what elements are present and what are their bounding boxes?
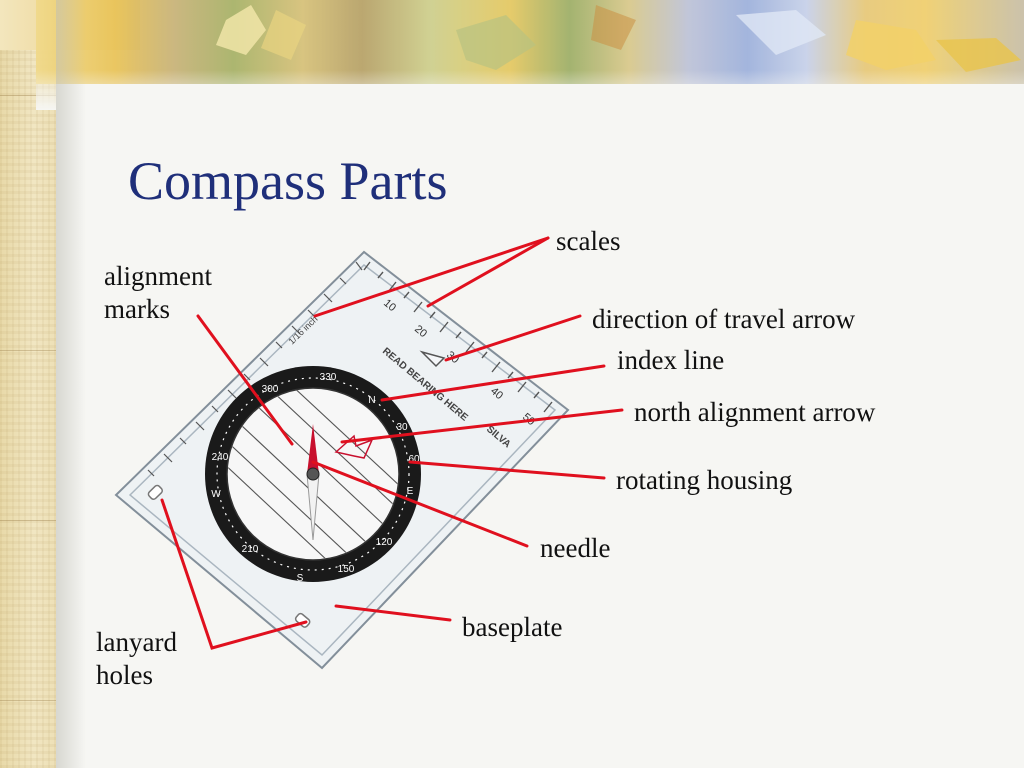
bearing-number: 300 [262, 384, 279, 395]
bearing-number: 240 [212, 452, 229, 463]
page-title: Compass Parts [128, 151, 448, 211]
bearing-numbers: 300 330 N 30 60 E 120 150 S 210 240 W [211, 372, 420, 584]
leader-needle [311, 460, 529, 548]
bearing-number: 30 [396, 422, 408, 433]
left-ruler-ticks [147, 261, 363, 477]
label-rotating-housing: rotating housing [616, 465, 793, 495]
bearing-number: W [211, 489, 221, 500]
leader-alignment-marks [196, 314, 294, 446]
bearing-number: 120 [376, 537, 393, 548]
label-baseplate: baseplate [462, 612, 563, 642]
travel-arrow-icon [419, 350, 446, 368]
label-north-alignment-arrow: north alignment arrow [634, 397, 876, 427]
label-alignment-marks: alignment marks [104, 261, 212, 324]
label-index-line: index line [617, 345, 725, 375]
bearing-number: 210 [242, 544, 259, 555]
bearing-number: N [368, 395, 375, 406]
leader-baseplate [334, 604, 452, 622]
bearing-number: E [407, 486, 414, 497]
label-direction-of-travel-arrow: direction of travel arrow [592, 304, 856, 334]
bearing-number: 330 [320, 372, 337, 383]
leader-scales-2 [426, 236, 550, 308]
leader-index-line [380, 364, 606, 402]
parchment-strip [0, 0, 56, 768]
label-needle: needle [540, 533, 611, 563]
banner-leaves [216, 5, 1021, 72]
label-lanyard-holes: lanyard holes [96, 627, 177, 690]
bearing-number: 60 [408, 454, 420, 465]
label-scales: scales [556, 226, 621, 256]
content-shadow [56, 0, 86, 768]
leader-lines [160, 236, 624, 650]
bearing-number: 150 [338, 564, 355, 575]
leader-rotating-housing [408, 460, 606, 480]
banner-fade [36, 70, 1024, 110]
leader-scales-1 [313, 236, 550, 318]
bearing-number: S [297, 573, 304, 584]
ruler-ticks [363, 261, 553, 413]
leader-lanyard-holes [160, 498, 308, 650]
lanyard-hole [147, 484, 164, 500]
needle-icon [306, 424, 320, 541]
leader-direction-of-travel [444, 314, 582, 362]
leader-north-alignment [340, 408, 624, 444]
